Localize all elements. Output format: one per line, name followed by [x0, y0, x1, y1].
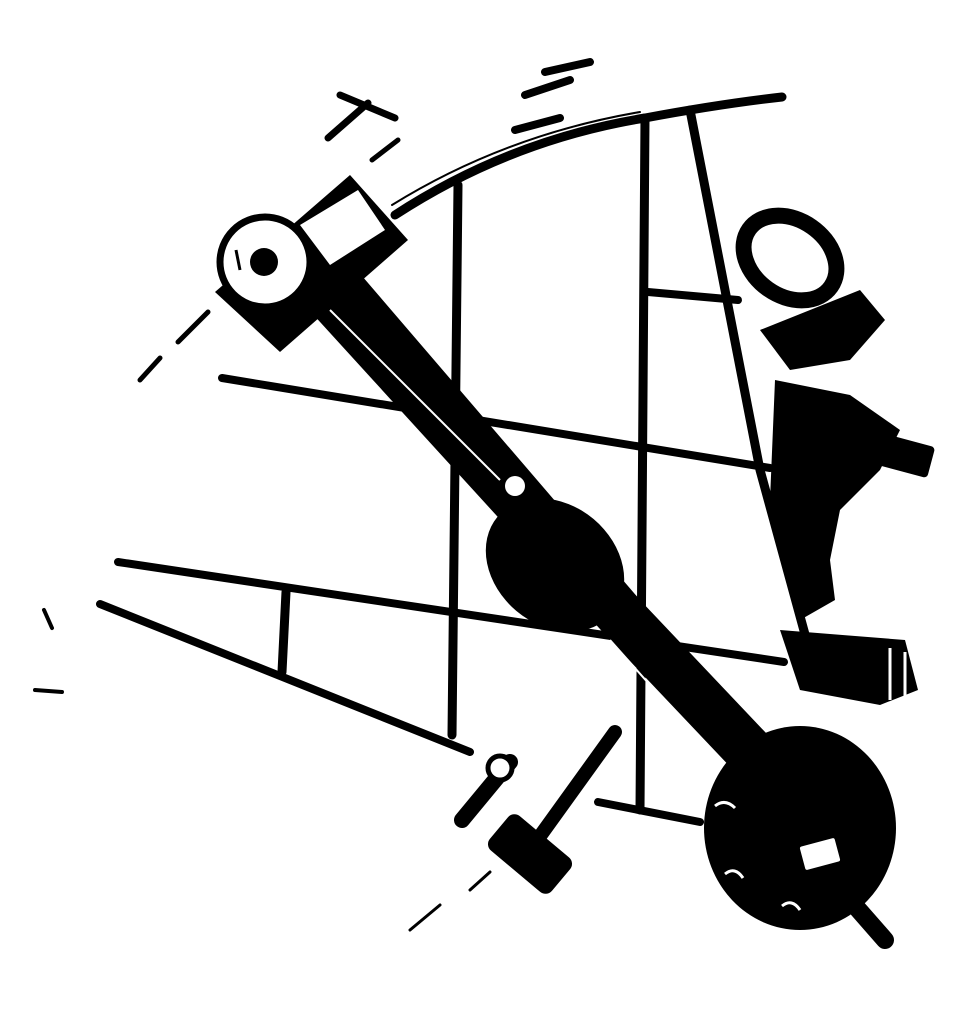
handle-assembly [454, 725, 622, 894]
telescope-ring-assembly [735, 207, 935, 620]
index-mirror-assembly [215, 91, 408, 352]
drum-axis [841, 891, 894, 949]
speckle-bottom [408, 870, 492, 932]
shade-peg-ring [485, 753, 515, 783]
pivot-center [250, 248, 278, 276]
arm-highlight [329, 309, 501, 481]
micrometer-drum-assembly [704, 726, 896, 949]
speckle-left-glyph [33, 608, 64, 694]
release-clamp [795, 834, 845, 874]
print-speckles [33, 58, 594, 932]
frame-brace-center [635, 113, 650, 815]
speckle-left-arc [137, 309, 211, 383]
index-arm [300, 262, 820, 830]
mirror-housing-face [300, 190, 385, 265]
horizon-mirror-assembly [780, 630, 918, 705]
frame-brace-bottom [594, 798, 704, 826]
drum-mark-2 [724, 869, 745, 879]
adjustment-screw-2 [369, 137, 401, 163]
horizon-mirror-bracket [780, 630, 918, 705]
scale-arc-inner [391, 111, 641, 206]
adjustment-screw [324, 91, 399, 142]
telescope-ring [735, 207, 845, 309]
adjusting-screw-knob [877, 434, 935, 478]
telescope-mount [770, 380, 900, 620]
telescope-bracket [760, 290, 885, 370]
arm-highlight-lower [609, 639, 691, 731]
frame-brace-short [277, 587, 291, 677]
drum-mark-3 [781, 901, 802, 911]
pivot-mark [234, 249, 242, 271]
handle-rod [523, 725, 622, 857]
micrometer-drum [704, 726, 896, 930]
frame-brace-horizontal-upper [218, 374, 774, 472]
frame-brace-cross [644, 288, 742, 304]
handle-grip [487, 814, 573, 894]
scale-arc [390, 92, 787, 220]
drum-mark-1 [714, 801, 737, 810]
speckle-top [511, 58, 594, 134]
arm-rivet [505, 476, 525, 496]
index-arm-hub [485, 498, 625, 632]
frame-brace-diagonal [96, 600, 474, 756]
horizon-mirror-screws [888, 648, 907, 700]
